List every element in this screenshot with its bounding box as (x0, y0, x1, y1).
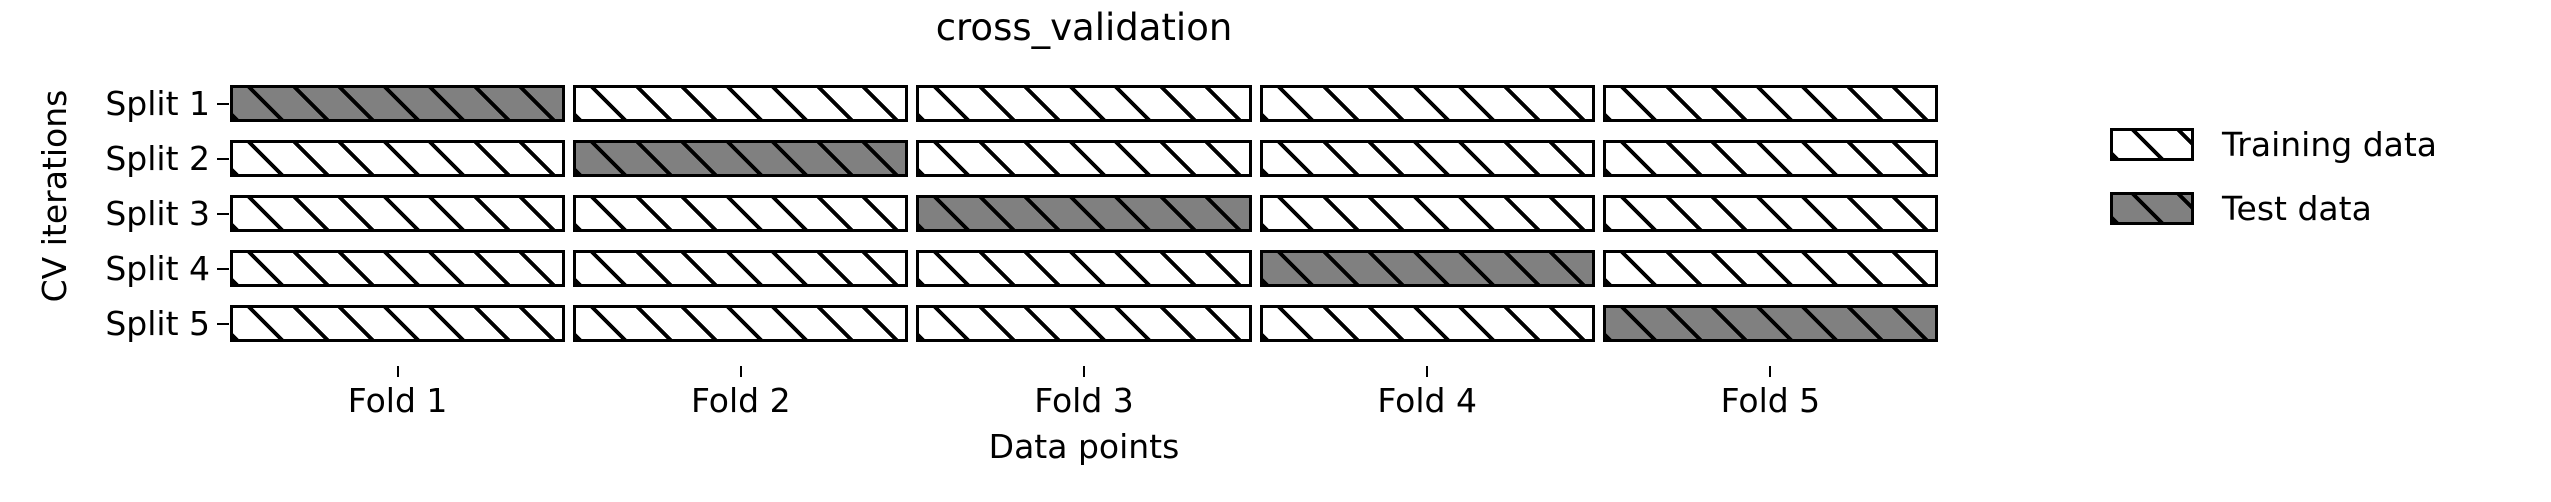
training-data-swatch-icon (2110, 128, 2194, 161)
training-fold-block[interactable] (1602, 85, 1938, 122)
split-row (230, 85, 1938, 122)
x-tick-mark (396, 366, 399, 377)
training-fold-block[interactable] (230, 195, 566, 232)
y-tick-label-split-4: Split 4 (105, 248, 210, 288)
test-fold-block[interactable] (1259, 250, 1595, 287)
x-tick-mark (739, 366, 742, 377)
y-tick-mark (217, 322, 229, 325)
x-tick-label-fold-2: Fold 2 (690, 381, 791, 420)
test-fold-block[interactable] (230, 85, 566, 122)
training-fold-block[interactable] (573, 195, 909, 232)
x-tick-mark (1426, 366, 1429, 377)
training-fold-block[interactable] (573, 305, 909, 342)
training-fold-block[interactable] (916, 140, 1252, 177)
legend-label: Training data (2222, 125, 2438, 164)
test-fold-block[interactable] (1602, 305, 1938, 342)
split-row (230, 305, 1938, 342)
training-fold-block[interactable] (1259, 140, 1595, 177)
test-fold-block[interactable] (573, 140, 909, 177)
x-tick-label-fold-1: Fold 1 (347, 381, 448, 420)
y-tick-label-split-5: Split 5 (105, 303, 210, 343)
legend-label: Test data (2222, 189, 2372, 228)
training-fold-block[interactable] (230, 305, 566, 342)
training-fold-block[interactable] (1602, 195, 1938, 232)
split-row (230, 250, 1938, 287)
training-fold-block[interactable] (916, 305, 1252, 342)
training-fold-block[interactable] (1602, 140, 1938, 177)
split-row (230, 195, 1938, 232)
x-tick-label-fold-5: Fold 5 (1720, 381, 1821, 420)
y-tick-label-split-3: Split 3 (105, 193, 210, 233)
training-fold-block[interactable] (230, 140, 566, 177)
training-fold-block[interactable] (1602, 250, 1938, 287)
legend-item[interactable]: Training data (2110, 122, 2530, 186)
y-tick-mark (217, 267, 229, 270)
x-axis-label: Data points (988, 427, 1180, 466)
x-tick-label-fold-3: Fold 3 (1034, 381, 1134, 420)
test-data-swatch-icon (2110, 192, 2194, 225)
y-tick-mark (217, 212, 229, 215)
plot-area (230, 42, 1938, 360)
training-fold-block[interactable] (1259, 195, 1595, 232)
x-tick-mark (1083, 366, 1085, 377)
y-tick-mark (217, 102, 229, 105)
training-fold-block[interactable] (1259, 305, 1595, 342)
legend-item[interactable]: Test data (2110, 186, 2530, 250)
training-fold-block[interactable] (573, 250, 909, 287)
training-fold-block[interactable] (1259, 85, 1595, 122)
training-fold-block[interactable] (916, 85, 1252, 122)
split-row (230, 140, 1938, 177)
test-fold-block[interactable] (916, 195, 1252, 232)
training-fold-block[interactable] (916, 250, 1252, 287)
x-tick-label-fold-4: Fold 4 (1377, 381, 1477, 420)
training-fold-block[interactable] (573, 85, 909, 122)
y-tick-mark (217, 157, 229, 160)
y-tick-label-split-2: Split 2 (105, 138, 210, 178)
training-fold-block[interactable] (230, 250, 566, 287)
page-title: cross_validation (935, 6, 1233, 49)
x-tick-mark (1769, 366, 1772, 377)
y-tick-label-split-1: Split 1 (105, 83, 210, 123)
